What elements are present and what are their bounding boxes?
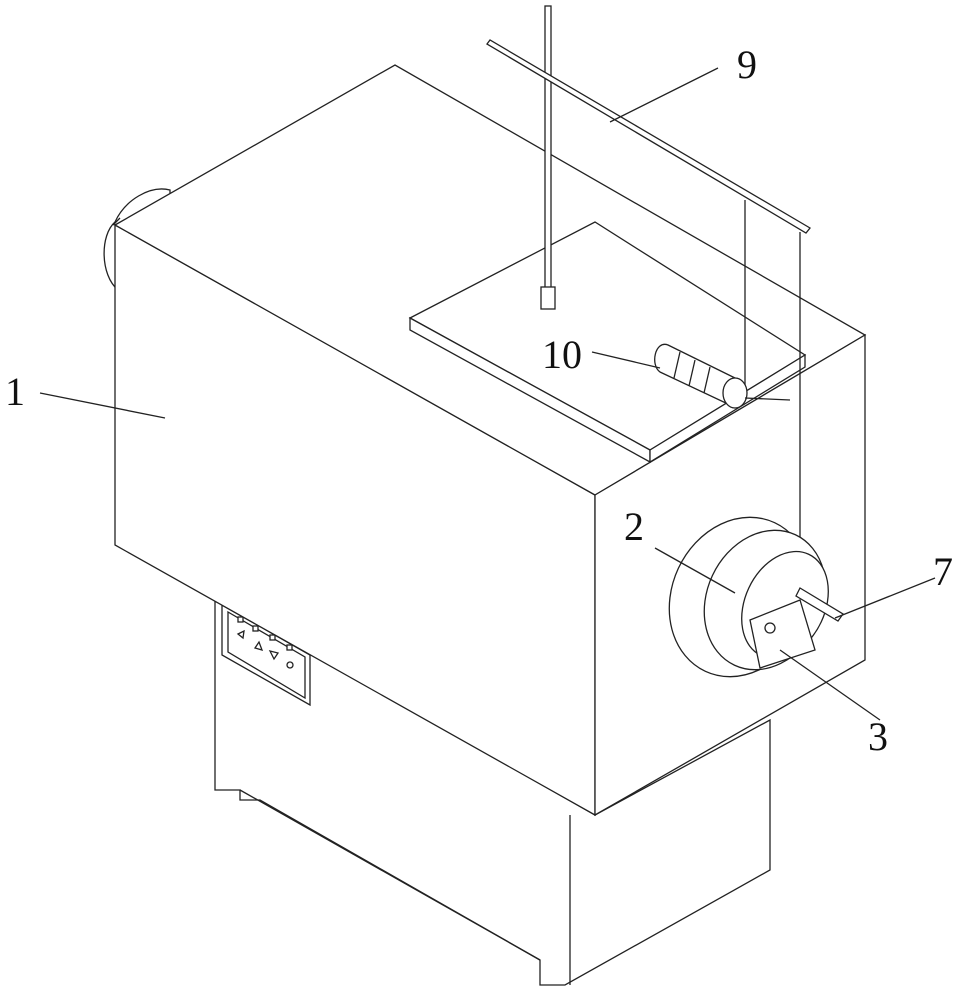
label-2: 2 <box>624 504 644 549</box>
label-3: 3 <box>868 714 888 759</box>
label-9: 9 <box>737 42 757 87</box>
label-10: 10 <box>542 332 582 377</box>
label-1: 1 <box>5 369 25 414</box>
label-7: 7 <box>933 549 953 594</box>
